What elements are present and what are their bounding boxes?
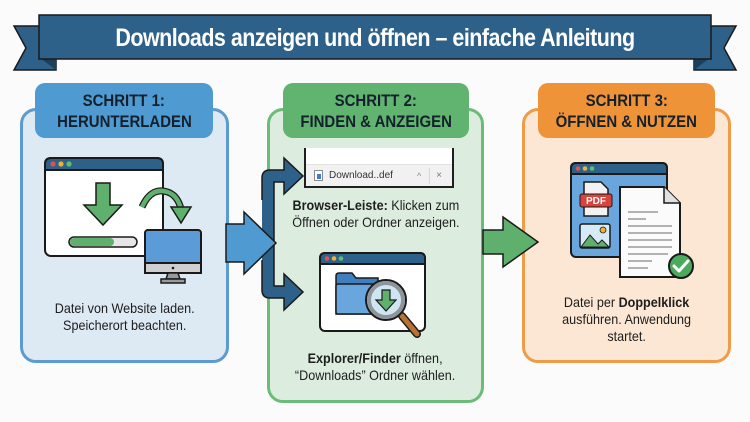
- step-3-header: SCHRITT 3: ÖFFNEN & NUTZEN: [538, 83, 715, 138]
- step-3-number: SCHRITT 3:: [585, 90, 668, 110]
- download-file-name[interactable]: Download..def: [329, 170, 393, 181]
- file-download-icon[interactable]: [314, 170, 323, 181]
- step-2-title: FINDEN & ANZEIGEN: [300, 111, 452, 131]
- explorer-description: Explorer/Finder öffnen,“Downloads” Ordne…: [295, 350, 456, 383]
- step-1-title: HERUNTERLADEN: [56, 111, 192, 131]
- step-1-header: SCHRITT 1: HERUNTERLADEN: [35, 83, 213, 138]
- step-2-header: SCHRITT 2: FINDEN & ANZEIGEN: [283, 83, 469, 138]
- title-banner: Downloads anzeigen und öffnen – einfache…: [0, 0, 750, 80]
- browser-download-bar: Download..def ^ ×: [304, 148, 454, 188]
- explorer-search-icon: [319, 252, 426, 338]
- close-icon[interactable]: ×: [436, 170, 443, 181]
- step-3-title: ÖFFNEN & NUTZEN: [555, 111, 698, 131]
- step-1-description: Datei von Website laden.Speicherort beac…: [54, 300, 195, 333]
- open-file-icon: PDF: [570, 162, 694, 279]
- chevron-up-icon[interactable]: ^: [416, 170, 422, 181]
- green-arrow-icon: [482, 215, 540, 269]
- download-to-computer-icon: [44, 157, 202, 284]
- page-title: Downloads anzeigen und öffnen – einfache…: [115, 23, 635, 52]
- split-arrow-icon: [225, 156, 305, 312]
- divider: [429, 167, 431, 184]
- step-2-number: SCHRITT 2:: [334, 90, 418, 110]
- step-1-number: SCHRITT 1:: [82, 90, 166, 110]
- ribbon-shape: [12, 14, 738, 71]
- pdf-label: PDF: [586, 196, 606, 207]
